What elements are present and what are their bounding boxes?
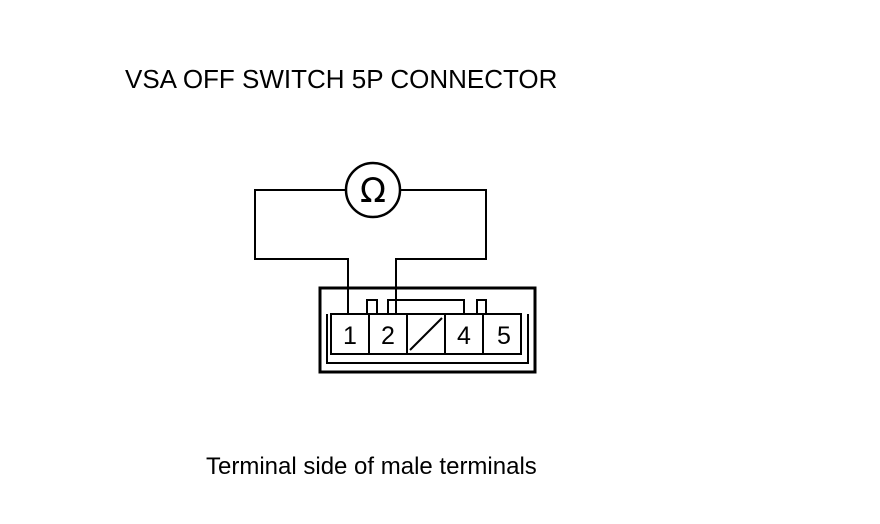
terminal-labels: 1 2 4 5 bbox=[343, 322, 511, 350]
connector-inner-wall bbox=[326, 314, 529, 364]
connector-outer-frame bbox=[318, 286, 537, 374]
terminal-label-4: 4 bbox=[457, 322, 471, 350]
terminal-row bbox=[330, 313, 522, 355]
connector-key-bar bbox=[387, 299, 465, 314]
test-leads bbox=[254, 189, 487, 314]
diagram-caption: Terminal side of male terminals bbox=[206, 453, 537, 480]
terminal-label-5: 5 bbox=[497, 322, 511, 350]
connector-housing bbox=[318, 286, 537, 374]
ohm-symbol: Ω bbox=[360, 171, 386, 211]
terminal-label-1: 1 bbox=[343, 322, 357, 350]
diagram-title: VSA OFF SWITCH 5P CONNECTOR bbox=[125, 64, 557, 94]
ohmmeter-circle bbox=[344, 161, 402, 219]
lead-right bbox=[395, 189, 487, 314]
connector-lock-tab bbox=[366, 299, 378, 314]
connector-lock-tab-right bbox=[476, 299, 487, 314]
terminal-cavity-5 bbox=[482, 313, 522, 355]
terminal-label-2: 2 bbox=[381, 322, 395, 350]
lead-left bbox=[254, 189, 349, 314]
terminal-blank-slash bbox=[409, 317, 443, 351]
ohmmeter-icon: Ω bbox=[344, 161, 402, 219]
